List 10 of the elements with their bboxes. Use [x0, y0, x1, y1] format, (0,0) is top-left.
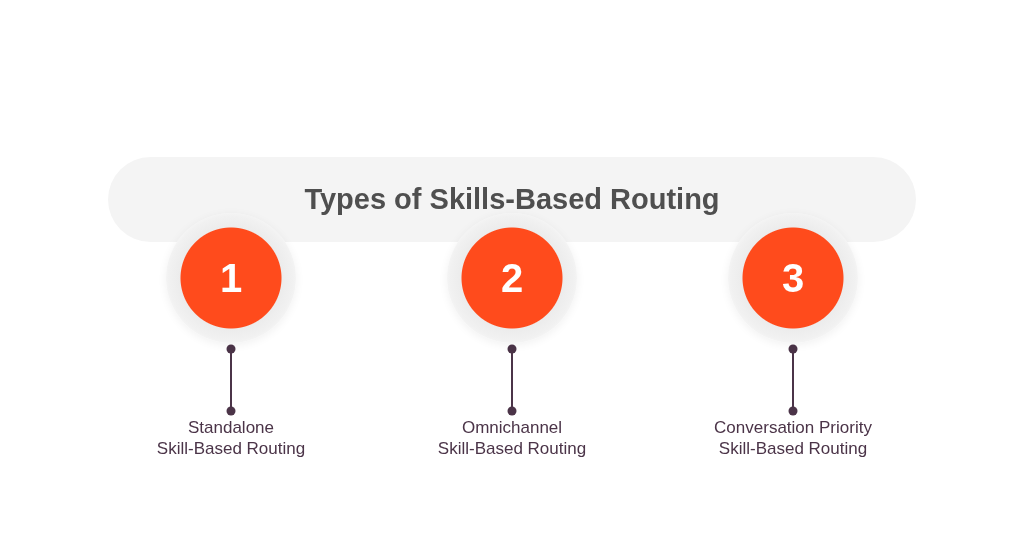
- connector-line: [507, 344, 517, 416]
- step-label: Omnichannel Skill-Based Routing: [429, 417, 595, 459]
- step-number: 3: [781, 258, 805, 298]
- step-number: 1: [219, 258, 243, 298]
- connector-line: [788, 344, 798, 416]
- step-number: 2: [500, 258, 524, 298]
- step-label: Standalone Skill-Based Routing: [148, 417, 314, 459]
- step-label: Conversation Priority Skill-Based Routing: [693, 417, 893, 459]
- connector-line: [226, 344, 236, 416]
- title-text: Types of Skills-Based Routing: [304, 183, 720, 216]
